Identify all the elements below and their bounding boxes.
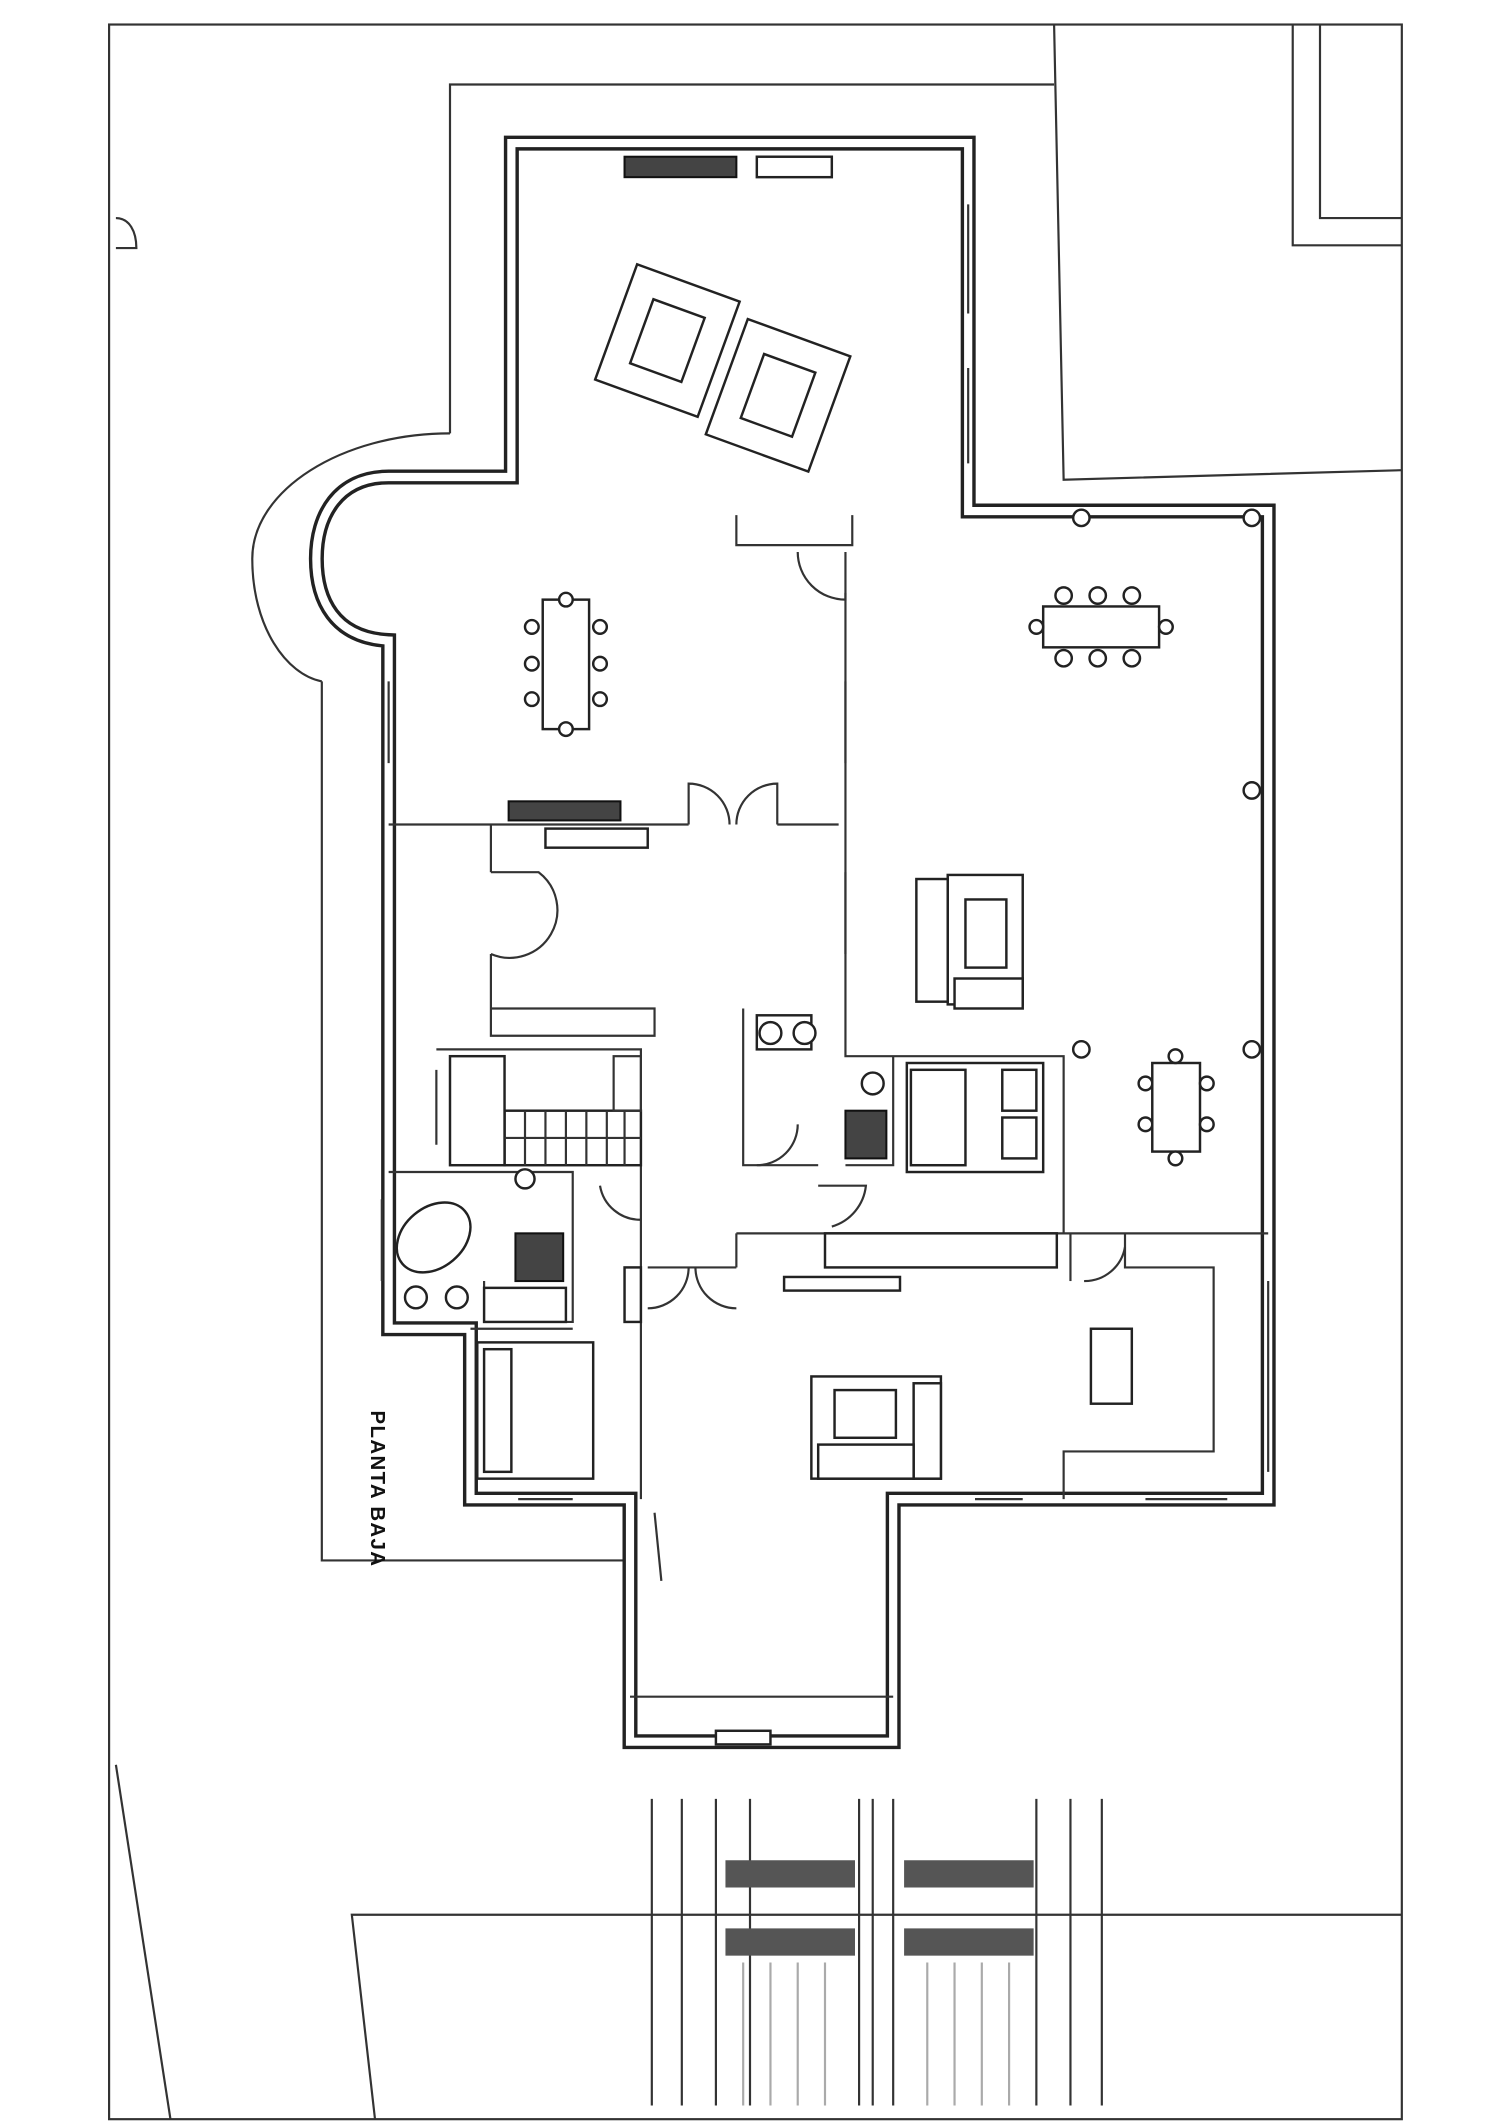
legend-table (650, 1798, 1103, 2106)
site-boundaries (108, 23, 1403, 2121)
walls (308, 135, 1276, 1750)
plan-title: PLANTA BAJA (366, 1411, 389, 1568)
furniture (380, 155, 1270, 1746)
bathtub (395, 1201, 472, 1274)
staircase (448, 1054, 643, 1167)
dining-table (541, 598, 591, 731)
terrace-table (1041, 605, 1161, 649)
sofa-set-living (593, 262, 852, 474)
